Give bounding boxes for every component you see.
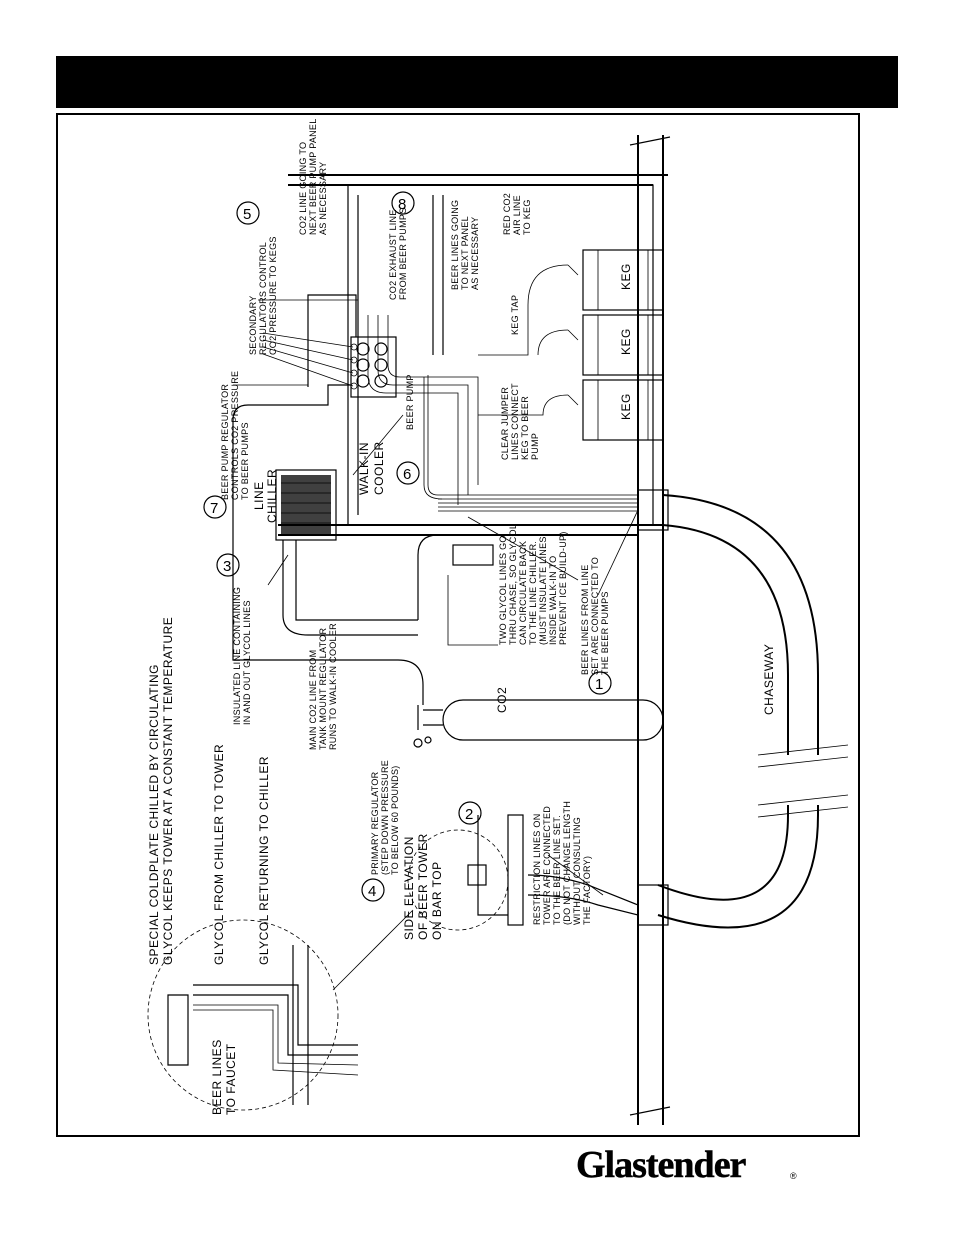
beer-pump-panel [350, 336, 397, 398]
callout-5: 5 [236, 201, 260, 225]
side-elev-label-1: SIDE ELEVATION [402, 836, 416, 940]
svg-text:5: 5 [243, 206, 251, 223]
callout-1: 1 [588, 671, 612, 695]
glastender-logo: Glastender ® [576, 1144, 797, 1187]
beer-next-note: BEER LINES GOINGTO NEXT PANELAS NECESSAR… [450, 200, 480, 290]
coldplate-note: SPECIAL COLDPLATE CHILLED BY CIRCULATING… [147, 617, 175, 965]
walk-in-label-2: COOLER [372, 441, 386, 495]
callout-6: 6 [396, 461, 420, 485]
line-chiller-label-1: LINE [252, 481, 266, 510]
keg-label-3: KEG [619, 393, 633, 420]
glycol-lines-note: TWO GLYCOL LINES GOTHRU CHASE, SO GLYCOL… [498, 524, 568, 645]
callout-4: 4 [361, 878, 385, 902]
co2-label: CO2 [495, 687, 509, 713]
main-co2-note: MAIN CO2 LINE FROMTANK MOUNT REGULATORRU… [308, 623, 338, 750]
svg-text:4: 4 [368, 883, 376, 900]
co2-tank [413, 699, 664, 748]
line-chiller [275, 469, 337, 541]
svg-text:3: 3 [223, 558, 231, 575]
side-elev-label-3: ON BAR TOP [430, 861, 444, 940]
logo-text: Glastender [576, 1144, 747, 1186]
jumper-note: CLEAR JUMPERLINES CONNECTKEG TO BEERPUMP [500, 383, 540, 460]
svg-text:2: 2 [465, 806, 473, 823]
beer-pump-label: BEER PUMP [405, 374, 415, 430]
callout-1-text: BEER LINES FROM LINESET ARE CONNECTED TO… [580, 557, 610, 675]
beer-line-bundle [367, 315, 638, 512]
keg-label-1: KEG [619, 263, 633, 290]
side-elev-label-2: OF BEER TOWER [416, 833, 430, 940]
coldplate-detail [147, 909, 414, 1111]
callout-7-text: BEER PUMP REGULATORCONTROLS CO2 PRESSURE… [220, 371, 250, 500]
leader-lines [233, 332, 639, 896]
kegs [478, 249, 664, 441]
keg-tap-label: KEG TAP [510, 295, 520, 335]
main-co2-line [232, 384, 424, 705]
co2-next-note: CO2 LINE GOING TONEXT BEER PUMP PANELAS … [298, 118, 328, 235]
header-bar [56, 56, 898, 108]
callout-2-text: RESTRICTION LINES ONTOWER ARE CONNECTEDT… [532, 801, 592, 925]
glycol-lines [282, 534, 498, 646]
callout-3: 3 [216, 553, 240, 577]
callout-4-text: PRIMARY REGULATOR(STEP DOWN PRESSURETO B… [370, 760, 400, 875]
registered-mark: ® [790, 1171, 797, 1181]
diagram-frame: CHASEWAY LINE CHILLER BEER PUMP [56, 113, 860, 1137]
svg-text:6: 6 [403, 466, 411, 483]
co2-exhaust-note: CO2 EXHAUST LINEFROM BEER PUMPS [388, 207, 408, 300]
svg-text:8: 8 [398, 196, 406, 213]
keg-label-2: KEG [619, 328, 633, 355]
beer-faucet-note: BEER LINESTO FAUCET [210, 1039, 238, 1115]
callout-2: 2 [458, 801, 482, 825]
glycol-return-note: GLYCOL RETURNING TO CHILLER [257, 756, 271, 965]
walk-in-label-1: WALK-IN [357, 442, 371, 495]
callout-5-text: SECONDARYREGULATORS CONTROLCO2 PRESSURE … [248, 236, 278, 355]
svg-text:7: 7 [210, 500, 218, 517]
bar-tower [407, 814, 639, 931]
line-chiller-label-2: CHILLER [265, 469, 279, 523]
installation-diagram: CHASEWAY LINE CHILLER BEER PUMP [147, 118, 849, 1125]
callout-3-text: INSULATED LINE CONTAININGIN AND OUT GLYC… [232, 587, 252, 725]
chaseway-conduit [637, 489, 849, 929]
callout-8: 8 [391, 191, 415, 215]
callout-7: 7 [203, 495, 227, 519]
chaseway-label: CHASEWAY [762, 644, 776, 715]
glycol-to-tower-note: GLYCOL FROM CHILLER TO TOWER [212, 744, 226, 965]
regulator-co2-line [307, 294, 357, 387]
svg-text:1: 1 [595, 676, 603, 693]
red-co2-note: RED CO2AIR LINETO KEG [502, 193, 532, 235]
